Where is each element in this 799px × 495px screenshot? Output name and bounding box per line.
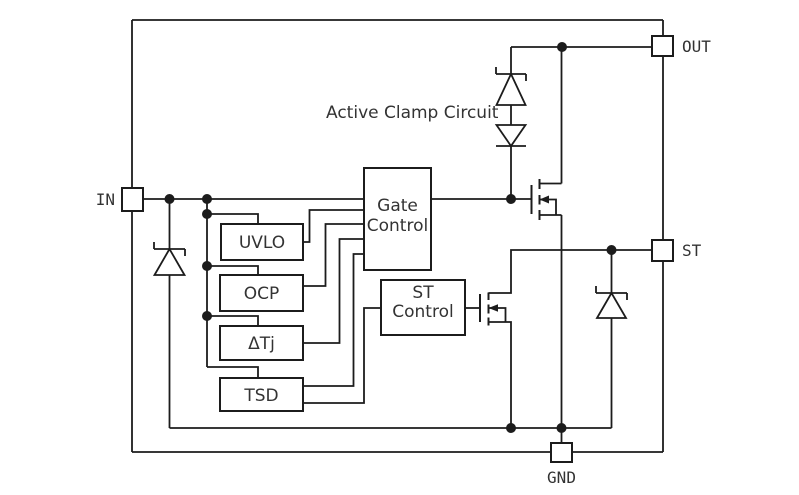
st-control-label-line1: ST bbox=[412, 283, 434, 303]
gate-control-label-line2: Control bbox=[367, 216, 428, 236]
block-supply-chain-wire bbox=[206, 199, 259, 378]
junction-dot bbox=[506, 194, 516, 204]
st-control-block bbox=[380, 279, 466, 336]
gnd-pin-square bbox=[550, 442, 573, 463]
tsd-to-st-control-wire bbox=[303, 307, 381, 404]
out-pin-label: OUT bbox=[682, 37, 711, 56]
ic-boundary bbox=[131, 19, 664, 453]
junction-dot bbox=[506, 423, 516, 433]
junction-dot bbox=[202, 209, 212, 219]
tsd-to-gate-control-wire bbox=[303, 253, 364, 387]
deltatj-label: ΔTj bbox=[248, 334, 275, 354]
junction-dot bbox=[557, 42, 567, 52]
junction-dot bbox=[164, 194, 175, 204]
gate-control-block bbox=[363, 167, 432, 271]
ocp-to-gate-control-wire bbox=[303, 223, 364, 287]
junction-dot bbox=[202, 261, 212, 271]
clamp-zener-diode-icon bbox=[495, 67, 527, 106]
uvlo-block bbox=[220, 223, 304, 261]
junction-dot bbox=[556, 423, 567, 433]
junction-dots bbox=[164, 42, 617, 433]
tsd-block bbox=[219, 377, 304, 412]
st-control-label-line2: Control bbox=[392, 302, 453, 322]
in-pin-square bbox=[121, 187, 144, 212]
status-mosfet-icon bbox=[465, 292, 512, 428]
st-net-wire bbox=[488, 249, 652, 294]
gnd-pin-label: GND bbox=[547, 468, 576, 487]
st-pin-square bbox=[651, 239, 674, 262]
main-mosfet-icon bbox=[530, 47, 563, 428]
clamp-diode-icon bbox=[494, 124, 528, 148]
ocp-block bbox=[219, 274, 304, 312]
gate-control-label-line1: Gate bbox=[377, 196, 418, 216]
junction-dot bbox=[202, 311, 212, 321]
st-pin-label: ST bbox=[682, 241, 702, 260]
input-protection-zener-icon bbox=[152, 242, 187, 276]
uvlo-label: UVLO bbox=[239, 233, 285, 253]
junction-dot bbox=[202, 194, 212, 204]
ocp-label: OCP bbox=[244, 284, 280, 304]
in-pin-label: IN bbox=[96, 190, 115, 209]
deltatj-block bbox=[219, 325, 304, 361]
deltatj-to-gate-control-wire bbox=[303, 238, 364, 344]
st-clamp-zener-icon bbox=[595, 286, 628, 319]
junction-dot bbox=[606, 245, 617, 255]
active-clamp-label: Active Clamp Circuit bbox=[326, 103, 499, 123]
out-pin-square bbox=[651, 35, 674, 57]
uvlo-to-gate-control-wire bbox=[303, 209, 364, 243]
tsd-label: TSD bbox=[243, 386, 278, 406]
